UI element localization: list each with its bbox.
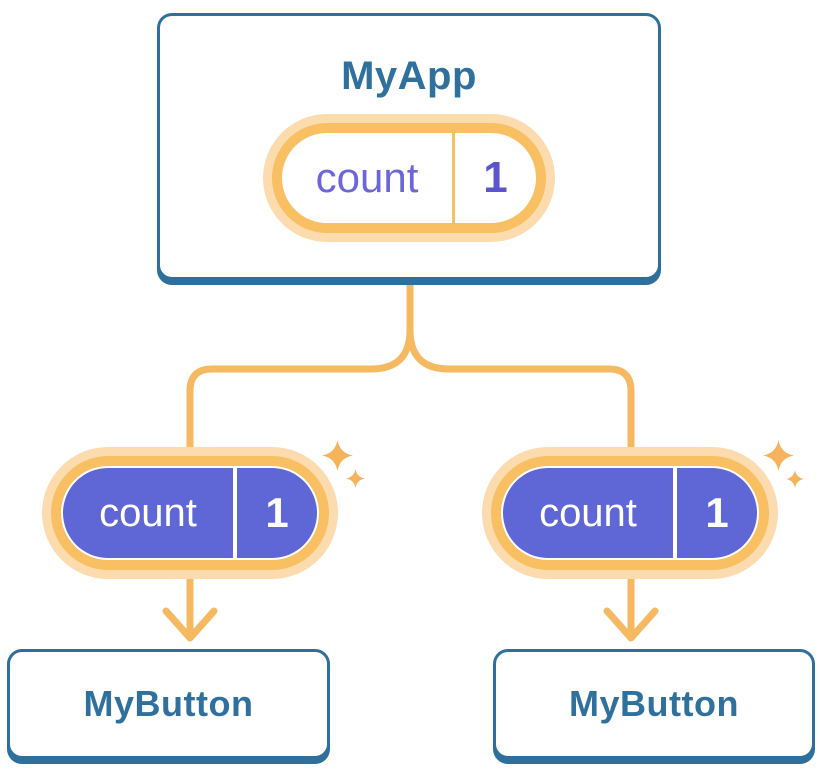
sparkle-icon: [322, 440, 353, 471]
component-title: MyApp: [341, 54, 477, 98]
state-value-label: 1: [483, 153, 508, 202]
prop-name-label: count: [503, 468, 673, 558]
arrow-down-left: [162, 574, 218, 642]
state-pill-root: count 1: [272, 123, 546, 233]
component-title: MyButton: [83, 683, 254, 724]
tree-connector-left: [186, 282, 414, 454]
tree-connector-right: [406, 282, 635, 454]
component-card-mybutton-left: MyButton: [7, 649, 330, 759]
prop-value-label: 1: [677, 468, 757, 558]
prop-value-label: 1: [237, 468, 317, 558]
component-card-myapp: MyApp: [157, 13, 661, 280]
sparkle-icon: [346, 469, 365, 488]
prop-name-label: count: [63, 468, 233, 558]
state-name-label: count: [315, 154, 419, 201]
prop-pill-left: count 1: [51, 456, 329, 570]
arrow-down-right: [603, 574, 659, 642]
prop-pill-right: count 1: [491, 456, 769, 570]
sparkle-icon: [763, 440, 794, 471]
component-card-mybutton-right: MyButton: [493, 649, 815, 759]
sparkle-icon: [786, 470, 804, 488]
pill-divider: [673, 468, 677, 558]
component-title: MyButton: [569, 683, 739, 724]
pill-divider: [233, 468, 237, 558]
pill-divider: [452, 133, 455, 223]
